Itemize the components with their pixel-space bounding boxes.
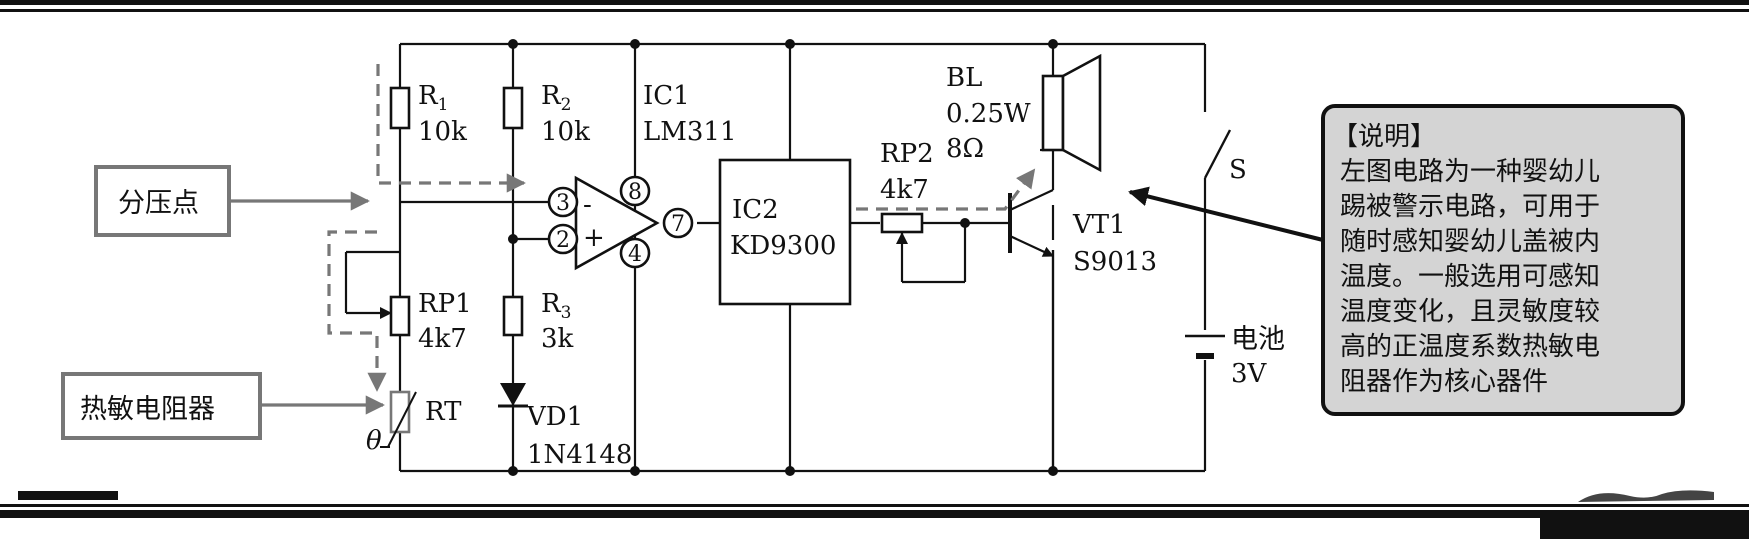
explanation-line-3: 随时感知婴幼儿盖被内 — [1340, 227, 1600, 257]
switch-name: S — [1229, 155, 1247, 185]
resistor-r3: R3 3k — [502, 289, 574, 354]
callout-divider-point: 分压点 — [94, 165, 370, 237]
vt1-model: S9013 — [1073, 247, 1157, 277]
svg-text:R2: R2 — [541, 81, 571, 115]
battery: 电池 3V — [1185, 324, 1285, 389]
potentiometer-rp2: RP2 4k7 — [880, 139, 934, 244]
switch-s: S — [1203, 129, 1247, 185]
speaker-bl: BL 0.25W 8Ω — [946, 53, 1102, 173]
transistor-vt1: VT1 S9013 — [1008, 150, 1157, 277]
battery-voltage: 3V — [1231, 359, 1268, 389]
ic2-block: IC2 KD9300 — [718, 158, 852, 306]
resistor-r1: R1 10k — [389, 81, 467, 147]
rp2-name: RP2 — [880, 139, 934, 169]
r3-value: 3k — [541, 324, 574, 354]
resistor-r2: R2 10k — [502, 81, 590, 147]
rp1-value: 4k7 — [418, 324, 467, 354]
explanation-line-4: 温度。一般选用可感知 — [1340, 262, 1600, 292]
vd1-model: 1N4148 — [527, 440, 632, 470]
explanation-line-5: 温度变化，且灵敏度较 — [1340, 297, 1600, 327]
r2-name: R — [541, 81, 562, 111]
r2-value: 10k — [541, 117, 590, 147]
bl-power: 0.25W — [946, 99, 1031, 129]
r3-sub: 3 — [561, 303, 572, 323]
divider-point-text: 分压点 — [118, 188, 199, 219]
vd1-name: VD1 — [526, 402, 583, 432]
svg-text:R3: R3 — [541, 289, 571, 323]
rt-theta: θ — [366, 426, 382, 456]
ic1-pin7: 7 — [671, 212, 685, 237]
explanation-box: 【说明】 左图电路为一种婴幼儿 踢被警示电路，可用于 随时感知婴幼儿盖被内 温度… — [1128, 104, 1685, 416]
battery-name: 电池 — [1231, 324, 1285, 355]
thermistor-rt: RT θ — [366, 390, 462, 456]
rp1-name: RP1 — [418, 289, 472, 319]
explanation-line-6: 高的正温度系数热敏电 — [1340, 332, 1600, 362]
wires — [344, 42, 1207, 473]
ic2-name: IC2 — [732, 195, 779, 225]
ic1-pin4: 4 — [628, 242, 642, 267]
r1-value: 10k — [418, 117, 467, 147]
bl-impedance: 8Ω — [946, 134, 984, 164]
ic1-pin8: 8 — [628, 180, 642, 205]
rt-name: RT — [425, 397, 462, 427]
diode-vd1: VD1 1N4148 — [498, 383, 632, 470]
thermistor-text: 热敏电阻器 — [80, 394, 215, 425]
r1-name: R — [418, 81, 439, 111]
ic1-name: IC1 — [643, 81, 690, 111]
junction-dots — [508, 39, 1058, 476]
potentiometer-rp1: RP1 4k7 — [389, 289, 472, 354]
opamp-ic1: - + 3 2 8 4 7 IC1 LM311 — [547, 81, 737, 271]
r1-sub: 1 — [438, 95, 449, 115]
svg-text:R1: R1 — [418, 81, 448, 115]
callout-thermistor: 热敏电阻器 — [61, 372, 385, 440]
ic1-model: LM311 — [643, 117, 737, 147]
explanation-title: 【说明】 — [1332, 122, 1436, 152]
vt1-name: VT1 — [1072, 210, 1126, 240]
explanation-line-1: 左图电路为一种婴幼儿 — [1340, 157, 1600, 187]
explanation-line-2: 踢被警示电路，可用于 — [1340, 192, 1600, 222]
ic1-plus: + — [583, 223, 605, 253]
ic1-pin2: 2 — [556, 228, 570, 253]
dashed-current-path — [327, 64, 1036, 392]
ic2-model: KD9300 — [730, 231, 836, 261]
explanation-line-7: 阻器作为核心器件 — [1340, 367, 1548, 397]
rp2-value: 4k7 — [880, 175, 929, 205]
ic1-minus: - — [583, 190, 592, 220]
r3-name: R — [541, 289, 562, 319]
ic1-pin3: 3 — [556, 191, 570, 216]
bl-name: BL — [946, 63, 982, 93]
r2-sub: 2 — [561, 95, 572, 115]
